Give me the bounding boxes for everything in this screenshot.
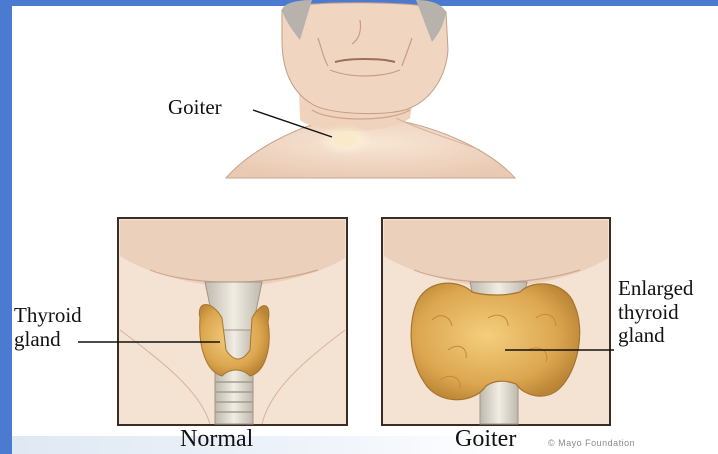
label-thyroid-gland: Thyroid gland	[14, 304, 82, 351]
caption-normal: Normal	[180, 426, 253, 453]
normal-panel	[118, 218, 347, 425]
top-figure-neck	[226, 0, 515, 178]
label-enlarged-thyroid: Enlarged thyroid gland	[618, 277, 693, 348]
caption-goiter: Goiter	[455, 426, 516, 453]
goiter-panel	[382, 218, 610, 425]
label-goiter-top: Goiter	[168, 96, 222, 120]
credit-text: © Mayo Foundation	[548, 438, 635, 448]
